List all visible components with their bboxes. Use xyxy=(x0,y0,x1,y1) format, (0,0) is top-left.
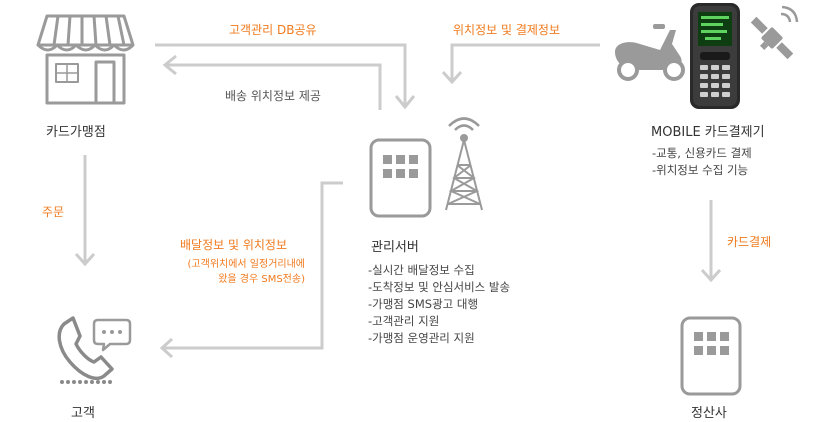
scooter-icon xyxy=(615,24,685,81)
customer-label: 고객 xyxy=(71,406,95,421)
flow-label-location-payment: 위치정보 및 결제정보 xyxy=(453,23,560,37)
antenna-tower-icon xyxy=(445,117,483,211)
mobile-feature-item: -교통, 신용카드 결제 xyxy=(652,146,752,160)
server-feature-list: -실시간 배달정보 수집 -도착정보 및 안심서비스 발송 -가맹점 SMS광고… xyxy=(368,262,510,347)
arrow-location-payment xyxy=(450,43,600,80)
mobile-feature-list: -교통, 신용카드 결제 -위치정보 수집 기능 xyxy=(652,145,752,179)
chat-bubble-icon xyxy=(92,318,132,352)
flow-label-order: 주문 xyxy=(42,205,65,219)
flow-arrows xyxy=(74,43,722,359)
flow-label-delivery-info: 배달정보 및 위치정보 xyxy=(180,238,287,252)
flow-label-delivery-location: 배송 위치정보 제공 xyxy=(225,89,321,103)
server-feature-item: -도착정보 및 안심서비스 발송 xyxy=(368,280,511,294)
server-icon xyxy=(369,138,432,218)
arrow-delivery-info-head xyxy=(159,337,174,359)
arrow-db-share xyxy=(155,43,407,105)
store-label: 카드가맹점 xyxy=(46,125,106,140)
arrow-card-payment-head xyxy=(700,268,722,283)
flow-note: (고객위치에서 일정거리내에 왔을 경우 SMS전송) xyxy=(188,257,305,287)
server-label: 관리서버 xyxy=(371,240,419,255)
arrow-delivery-info xyxy=(162,181,343,350)
settlement-icon xyxy=(680,316,742,396)
server-feature-item: -가맹점 SMS광고 대행 xyxy=(368,297,479,311)
satellite-icon xyxy=(750,5,799,60)
mobile-feature-item: -위치정보 수집 기능 xyxy=(652,163,749,177)
flow-note-line: (고객위치에서 일정거리내에 xyxy=(187,259,305,270)
phone-icon xyxy=(57,316,114,384)
flow-label-db-share: 고객관리 DB공유 xyxy=(229,23,317,37)
store-icon xyxy=(36,14,135,105)
settlement-label: 정산사 xyxy=(691,406,727,421)
card-terminal-icon xyxy=(690,3,740,109)
arrow-delivery-location xyxy=(165,63,382,110)
server-feature-item: -실시간 배달정보 수집 xyxy=(368,263,475,277)
mobile-label: MOBILE 카드결제기 xyxy=(651,125,765,140)
server-feature-item: -고객관리 지원 xyxy=(368,314,440,328)
flow-note-line: 왔을 경우 SMS전송) xyxy=(218,274,305,285)
arrow-db-share-head xyxy=(394,95,416,110)
arrow-delivery-location-head xyxy=(162,54,177,76)
arrow-order-head xyxy=(74,252,96,267)
arrow-location-payment-head xyxy=(441,70,463,85)
flow-label-card-payment: 카드결제 xyxy=(727,235,772,249)
server-feature-item: -가맹점 운영관리 지원 xyxy=(368,331,475,345)
